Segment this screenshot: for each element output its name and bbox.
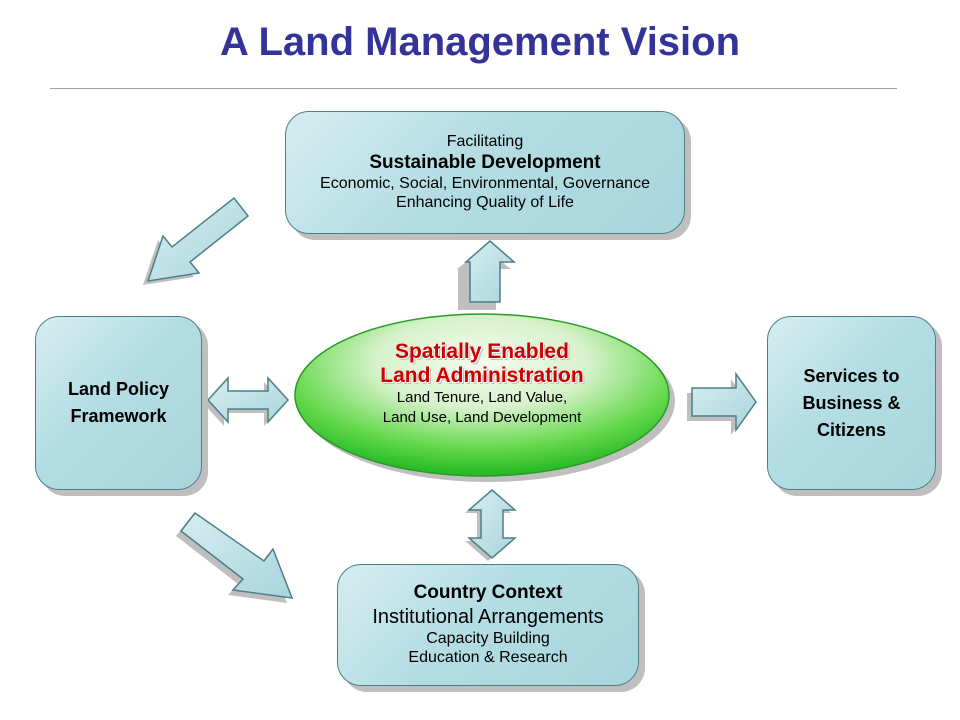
arrow-diagonal-to-context (176, 511, 294, 603)
arrow-right-to-services (687, 371, 757, 435)
arrow-diagonal-to-policy (143, 196, 250, 285)
land-policy-box: Land Policy Framework (35, 316, 202, 490)
right-box-line2: Business & (802, 392, 901, 413)
top-box-line3: Economic, Social, Environmental, Governa… (320, 175, 650, 193)
country-context-box: Country Context Institutional Arrangemen… (337, 564, 639, 686)
top-box-line1: Facilitating (446, 133, 524, 151)
page-title: A Land Management Vision (219, 20, 741, 64)
center-ellipse (294, 313, 675, 482)
sustainable-development-box: Facilitating Sustainable Development Eco… (285, 111, 685, 234)
double-arrow-left-center (204, 376, 290, 426)
center-sub-line1: Land Tenure, Land Value, (396, 389, 568, 407)
left-box-line1: Land Policy (67, 379, 170, 399)
title-divider (50, 88, 897, 89)
bottom-box-line2: Institutional Arrangements (372, 606, 604, 629)
bottom-box-line1: Country Context (413, 582, 563, 604)
bottom-box-line4: Education & Research (408, 649, 568, 667)
arrow-up-to-development (457, 240, 516, 310)
right-box-line3: Citizens (816, 419, 886, 440)
center-title-line2: Land Administration (380, 364, 584, 388)
top-box-line2: Sustainable Development (369, 151, 601, 173)
center-sub-line2: Land Use, Land Development (382, 408, 582, 426)
center-title-line1: Spatially Enabled (395, 340, 569, 363)
right-box-line1: Services to (803, 365, 900, 386)
bottom-box-line3: Capacity Building (426, 630, 550, 648)
center-ellipse-text: Spatially Enabled Land Administration La… (302, 340, 662, 427)
left-box-line2: Framework (70, 406, 167, 426)
double-arrow-center-bottom (465, 489, 518, 561)
top-box-line4: Enhancing Quality of Life (396, 194, 574, 212)
services-box: Services to Business & Citizens (767, 316, 936, 490)
